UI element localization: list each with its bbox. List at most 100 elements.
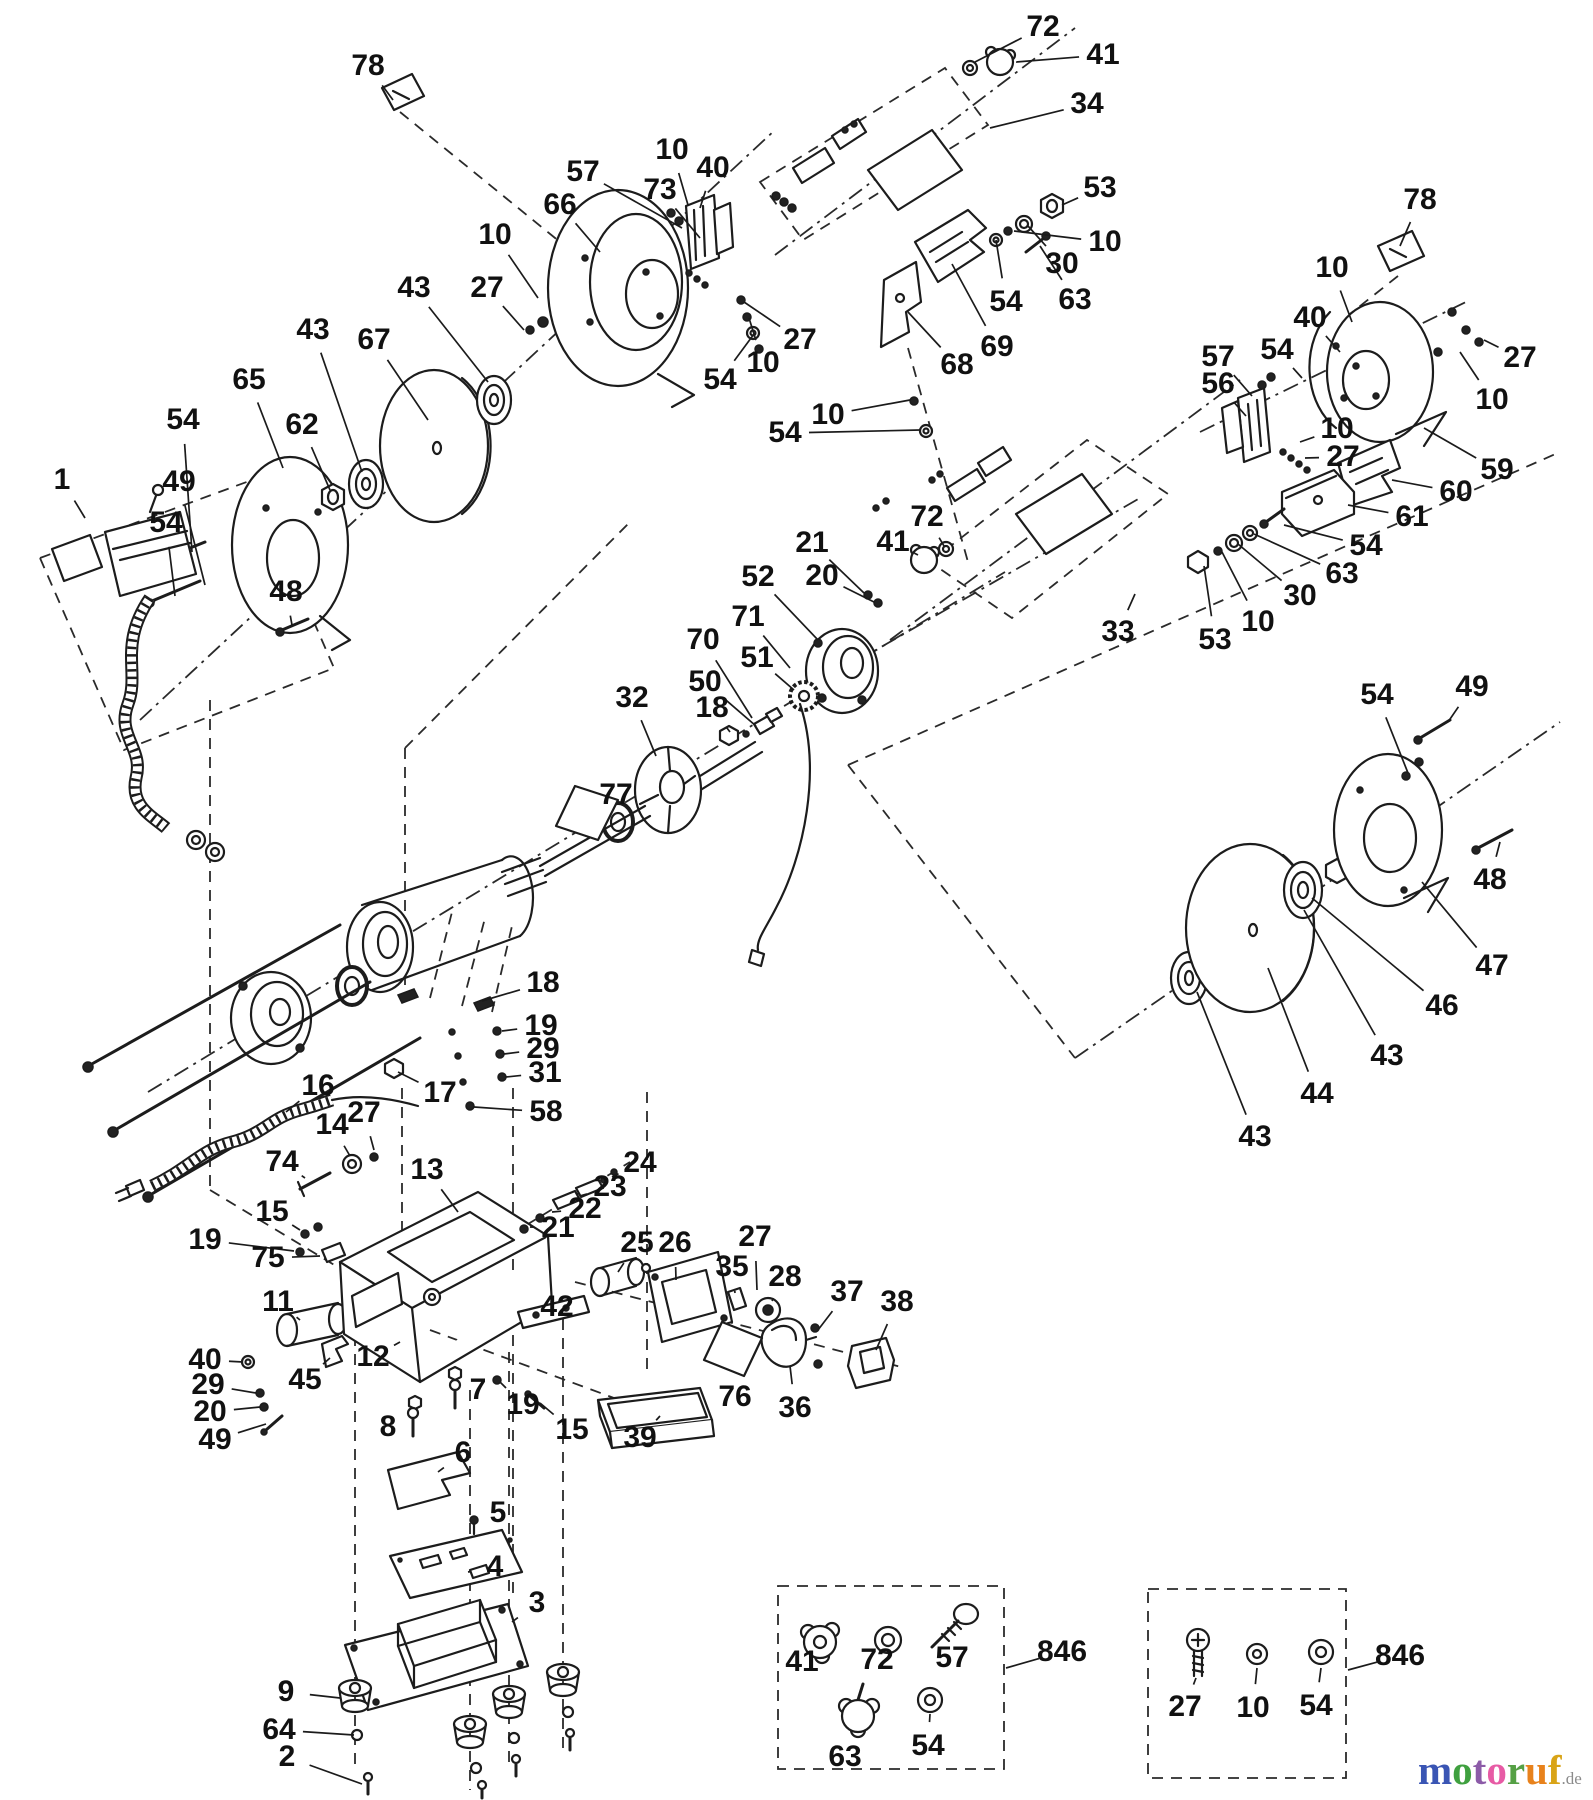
leader-line-27	[755, 1260, 758, 1291]
hardware-kit-box-1	[777, 1585, 1005, 1770]
part-callout-54: 54	[703, 363, 737, 396]
leader-line-57	[1233, 374, 1253, 397]
part-callout-29: 29	[526, 1032, 560, 1065]
part-callout-6: 6	[454, 1436, 472, 1469]
leader-line-40	[1325, 335, 1341, 353]
part-callout-46: 46	[1425, 989, 1459, 1022]
tool-rest-bracket	[879, 260, 923, 349]
leader-line-20	[233, 1406, 261, 1411]
part-callout-77: 77	[599, 778, 633, 811]
leader-line-32	[640, 719, 657, 757]
leader-line-54	[1292, 367, 1303, 379]
leader-line-59	[1423, 427, 1477, 459]
part-callout-61: 61	[1395, 500, 1429, 533]
part-callout-10: 10	[478, 218, 512, 251]
leader-line-54	[808, 429, 921, 434]
part-callout-43: 43	[397, 271, 431, 304]
leader-line-72	[938, 537, 945, 547]
part-callout-20: 20	[193, 1395, 227, 1428]
part-callout-60: 60	[1439, 475, 1473, 508]
part-callout-10: 10	[1241, 605, 1275, 638]
leader-line-38	[875, 1323, 889, 1351]
leader-line-63	[1253, 533, 1321, 565]
eye-shield-plate-left	[380, 72, 426, 112]
leader-line-10	[1299, 436, 1315, 443]
leader-line-43	[1303, 909, 1376, 1036]
part-callout-10: 10	[1088, 225, 1122, 258]
part-callout-76: 76	[718, 1380, 752, 1413]
part-callout-72: 72	[910, 500, 944, 533]
part-callout-72: 72	[860, 1643, 894, 1676]
part-callout-54: 54	[1349, 529, 1383, 562]
leader-line-23	[579, 1193, 588, 1197]
leader-line-10	[748, 317, 757, 341]
part-callout-35: 35	[715, 1250, 749, 1283]
leader-line-10	[1254, 1667, 1258, 1685]
part-callout-10: 10	[655, 133, 689, 166]
leader-line-27	[1192, 1677, 1197, 1685]
part-callout-34: 34	[1070, 87, 1104, 120]
leader-line-10	[507, 254, 539, 299]
part-callout-10: 10	[1236, 1691, 1270, 1724]
leader-line-49	[184, 505, 206, 586]
part-callout-41: 41	[876, 525, 910, 558]
leader-line-30	[1027, 225, 1047, 247]
motoruf-logo-letters: motoruf	[1418, 1747, 1561, 1793]
part-callout-54: 54	[1299, 1689, 1333, 1722]
switch-block	[846, 1336, 896, 1390]
leader-line-48	[289, 615, 293, 626]
logo-letter: f	[1547, 1747, 1562, 1793]
part-callout-65: 65	[232, 363, 266, 396]
leader-line-78	[381, 84, 394, 101]
part-callout-62: 62	[285, 408, 319, 441]
leader-line-21	[828, 559, 865, 594]
part-callout-10: 10	[1315, 251, 1349, 284]
leader-line-78	[1399, 221, 1412, 247]
leader-line-36	[789, 1365, 794, 1385]
part-callout-9: 9	[277, 1675, 295, 1708]
part-callout-52: 52	[741, 560, 775, 593]
leader-line-10	[1459, 351, 1480, 381]
leader-line-19	[228, 1242, 295, 1252]
part-callout-67: 67	[357, 323, 391, 356]
leader-line-57	[603, 183, 683, 229]
leader-line-49	[1447, 706, 1460, 723]
part-callout-70: 70	[686, 623, 720, 656]
part-callout-30: 30	[1283, 579, 1317, 612]
leader-line-54	[1283, 524, 1343, 541]
part-callout-56: 56	[1201, 367, 1235, 400]
part-callout-16: 16	[301, 1069, 335, 1102]
part-callout-63: 63	[1325, 557, 1359, 590]
leader-line-58	[473, 1106, 523, 1112]
leader-line-53	[1203, 565, 1213, 617]
leader-line-46	[1311, 897, 1425, 992]
part-callout-78: 78	[1403, 183, 1437, 216]
leader-line-24	[611, 1172, 619, 1178]
leader-line-66	[574, 222, 601, 253]
switch-plate	[646, 1250, 734, 1344]
leader-line-33	[1127, 593, 1136, 611]
circuit-board	[388, 1528, 524, 1600]
part-callout-846: 846	[1036, 1635, 1088, 1668]
motoruf-logo[interactable]: motoruf.de	[1418, 1746, 1582, 1794]
left-wheel-assembly	[145, 72, 735, 652]
part-callout-57: 57	[1201, 340, 1235, 373]
part-callout-75: 75	[251, 1241, 285, 1274]
axis-lines	[38, 27, 1561, 1790]
leader-line-22	[551, 1210, 562, 1213]
part-callout-27: 27	[738, 1220, 772, 1253]
leader-line-75	[291, 1255, 321, 1258]
logo-letter: r	[1506, 1747, 1526, 1793]
right-wheel-assembly	[1169, 718, 1514, 1014]
part-callout-40: 40	[188, 1343, 222, 1376]
leader-line-29	[231, 1388, 257, 1394]
leader-line-61	[1347, 504, 1389, 514]
leader-line-44	[1267, 967, 1310, 1072]
part-callout-2: 2	[278, 1740, 296, 1773]
logo-letter: o	[1452, 1747, 1473, 1793]
leader-line-2	[309, 1764, 363, 1785]
part-callout-63: 63	[1058, 283, 1092, 316]
part-callout-10: 10	[811, 398, 845, 431]
part-callout-39: 39	[623, 1421, 657, 1454]
